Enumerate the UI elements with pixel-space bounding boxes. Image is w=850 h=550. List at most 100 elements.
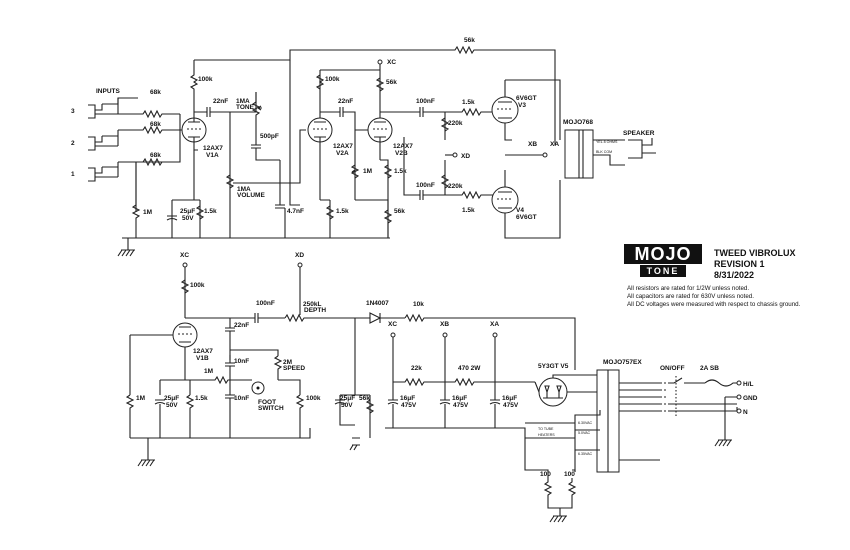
c22n-c-label: 22nF [234, 322, 249, 329]
v2a-label: 12AX7 [333, 143, 353, 150]
jack-3-label: 3 [71, 108, 75, 115]
c16u-a-v-label: 475V [401, 402, 417, 409]
ground-symbol-2 [137, 459, 155, 467]
cap-25uf-bias [334, 399, 346, 405]
n-label: N [743, 409, 748, 416]
pot-vol-label: 1MA [237, 186, 251, 193]
speaker-jack [628, 138, 656, 159]
note-resistors: All resistors are rated for 1/2W unless … [627, 285, 750, 292]
pot-depth-label: 250kL [303, 301, 321, 308]
c22n-a-label: 22nF [213, 98, 228, 105]
resistor-1k5-grid-v4 [445, 190, 496, 200]
diode-label: 1N4007 [366, 300, 389, 307]
resistor-470-2w [445, 377, 495, 387]
r56k-b-label: 56k [464, 37, 475, 44]
ground-symbol-4 [549, 508, 567, 523]
pot-tone-wiper [257, 105, 262, 111]
resistor-1k5-v1a [195, 205, 205, 220]
tube-heaters2-label: HEATERS [538, 433, 555, 437]
v-630-label: 6.30VAC [578, 421, 593, 425]
tube-v3 [491, 96, 519, 124]
tube-heaters-label: TO TUBE [538, 427, 554, 431]
rect-label: 5Y3GT V5 [538, 363, 569, 370]
resistor-1m-trem-b [125, 334, 173, 438]
c16u-c-label: 16μF [502, 395, 517, 402]
tube-v4 [491, 186, 519, 214]
cap-100nf-b [403, 137, 446, 200]
r1k5-d-label: 1.5k [195, 395, 208, 402]
resistor-1k5-grid-v3 [445, 107, 496, 117]
pot-tone-label: 1MA [236, 98, 250, 105]
gnd-label: GND [743, 395, 758, 402]
v-5vac-label: 5.0VAC [578, 431, 591, 435]
r56k-top-label: 56k [386, 79, 397, 86]
trem-ground-bus [130, 428, 311, 460]
cap-16uf-c [489, 382, 501, 428]
ground-symbol-1 [117, 238, 135, 257]
note-capacitors: All capacitors are rated for 630V unless… [627, 293, 754, 300]
r68k-a-label: 68k [150, 89, 161, 96]
pot-vol2-label: VOLUME [237, 192, 265, 199]
cap-16uf-b [439, 382, 451, 428]
diode-1n4007 [355, 312, 405, 324]
ground-symbol-5 [714, 396, 737, 447]
power-switch [668, 377, 705, 384]
preamp-wiring: INPUTS 3 2 1 68k 68k 68k 1M 12AX7 V1A 10… [71, 37, 656, 257]
xc-low-terminal [182, 262, 188, 268]
c22n-b-label: 22nF [338, 98, 353, 105]
cap-500pf [251, 135, 280, 161]
c25u-b-v-label: 50V [166, 402, 178, 409]
cap-100nf-trem [185, 313, 285, 323]
schematic-revision: REVISION 1 [714, 259, 765, 269]
r1k5-a-label: 1.5k [204, 208, 217, 215]
resistor-1m-v2b-grid [350, 164, 360, 179]
resistor-68k-b [120, 125, 180, 135]
r1m-in-label: 1M [143, 209, 152, 216]
v2a-id-label: V2A [336, 150, 349, 157]
resistor-56k-v2b [383, 200, 393, 238]
speaker-label: SPEAKER [623, 130, 655, 137]
c25u-c-v-label: 50V [341, 402, 353, 409]
gnd-terminal [736, 394, 742, 400]
logo-top: MOJO [624, 244, 702, 264]
v3-label: 6V6GT [516, 95, 537, 102]
input-jack-2 [88, 136, 118, 151]
hl-terminal [736, 380, 742, 386]
hl-label: H/L [743, 381, 754, 388]
cap-25uf-trem [154, 379, 185, 438]
xa-mid-label: XA [550, 141, 559, 148]
xd-mid-terminal [452, 152, 458, 158]
note-voltages: All DC voltages were measured with respe… [627, 301, 801, 308]
cap-4n7 [275, 160, 286, 238]
xa-ps-label: XA [490, 321, 499, 328]
xa-ps-terminal [492, 332, 498, 338]
c100n-b-label: 100nF [416, 182, 435, 189]
resistor-100k-trem [278, 379, 305, 438]
foot-label: FOOT [258, 399, 276, 406]
resistor-1k5-v2a [325, 205, 335, 220]
cap-10nf-a [225, 355, 235, 380]
notes-block: All resistors are rated for 1/2W unless … [627, 285, 800, 309]
jack-2-label: 2 [71, 140, 75, 147]
resistor-68k-a [138, 109, 180, 119]
resistor-220k-a [440, 117, 450, 132]
v4-id-label: 6V6GT [516, 214, 537, 221]
c500p-label: 500pF [260, 133, 279, 140]
r1m-b-label: 1M [363, 168, 372, 175]
r56k-d-label: 56k [359, 395, 370, 402]
v1a-label: 12AX7 [203, 145, 223, 152]
ot-b-label: BLK COM [596, 150, 612, 154]
jack-1-label: 1 [71, 171, 75, 178]
n-terminal [736, 408, 742, 414]
c100n-c-label: 100nF [256, 300, 275, 307]
logo-bottom: TONE [640, 265, 686, 277]
cap-16uf-a [387, 382, 399, 428]
xc-ps-label: XC [388, 321, 397, 328]
r100k-b-label: 100k [325, 76, 340, 83]
ground-symbol-3 [349, 444, 360, 451]
r100k-c-label: 100k [306, 395, 321, 402]
cap-25uf-v1a [166, 215, 178, 221]
v4-label: V4 [516, 207, 524, 214]
c16u-b-label: 16μF [452, 395, 467, 402]
r10k-label: 10k [413, 301, 424, 308]
